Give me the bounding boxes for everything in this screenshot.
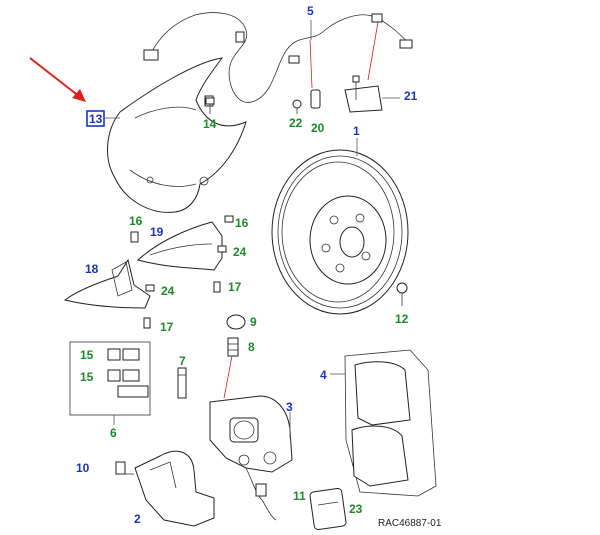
- callout-16-left: 16: [129, 214, 143, 228]
- callout-8: 8: [248, 340, 255, 354]
- lower-splash-shield: [136, 221, 223, 271]
- pointer-arrow: [29, 57, 86, 102]
- guide-pin: [177, 367, 187, 399]
- fastener-group: [130, 215, 234, 329]
- callout-17-lower: 17: [160, 320, 174, 334]
- callout-9: 9: [250, 315, 257, 329]
- callout-11: 11: [293, 489, 306, 503]
- sensor-clip: [310, 89, 321, 109]
- callout-5: 5: [307, 4, 314, 18]
- callout-13: 13: [89, 112, 103, 126]
- brake-pads: [344, 349, 437, 497]
- callout-24-upper: 24: [233, 245, 247, 259]
- brake-disc: [271, 149, 409, 315]
- sensor-bracket: [344, 75, 383, 113]
- callout-3: 3: [286, 400, 293, 414]
- dust-cap: [226, 314, 246, 330]
- caliper-decal: [309, 487, 347, 531]
- callout-24-lower: 24: [161, 284, 175, 298]
- callout-7: 7: [179, 354, 186, 368]
- callout-4: 4: [320, 368, 327, 382]
- diagram-reference-code: RAC46887-01: [378, 518, 442, 529]
- callout-6: 6: [110, 426, 117, 440]
- callout-1: 1: [353, 124, 360, 138]
- callout-19: 19: [150, 225, 164, 239]
- brake-caliper: [209, 395, 293, 473]
- disc-screw: [396, 282, 408, 306]
- caliper-carrier: [134, 450, 215, 527]
- callout-14: 14: [203, 117, 217, 131]
- clip-bolt: [292, 99, 302, 114]
- part-13-highlight-box: [86, 110, 105, 127]
- callout-12: 12: [395, 312, 409, 326]
- callout-21: 21: [404, 89, 418, 103]
- callout-16-right: 16: [235, 216, 249, 230]
- callout-20: 20: [311, 121, 325, 135]
- brake-line-clip: [245, 467, 277, 521]
- callout-15-lower: 15: [80, 370, 94, 384]
- callout-22: 22: [289, 116, 303, 130]
- bleed-screw: [227, 337, 239, 357]
- callout-18: 18: [85, 262, 99, 276]
- callout-15-upper: 15: [80, 348, 94, 362]
- shield-bolt: [205, 97, 215, 114]
- callout-17-right: 17: [228, 280, 242, 294]
- guide-pin-kit: [69, 341, 151, 416]
- callout-2: 2: [134, 512, 141, 526]
- callout-23: 23: [349, 502, 363, 516]
- caliper-bolt: [115, 461, 134, 475]
- lower-splash-shield-b: [63, 258, 151, 309]
- callout-10: 10: [76, 461, 90, 475]
- brake-wear-sensor: [143, 12, 413, 103]
